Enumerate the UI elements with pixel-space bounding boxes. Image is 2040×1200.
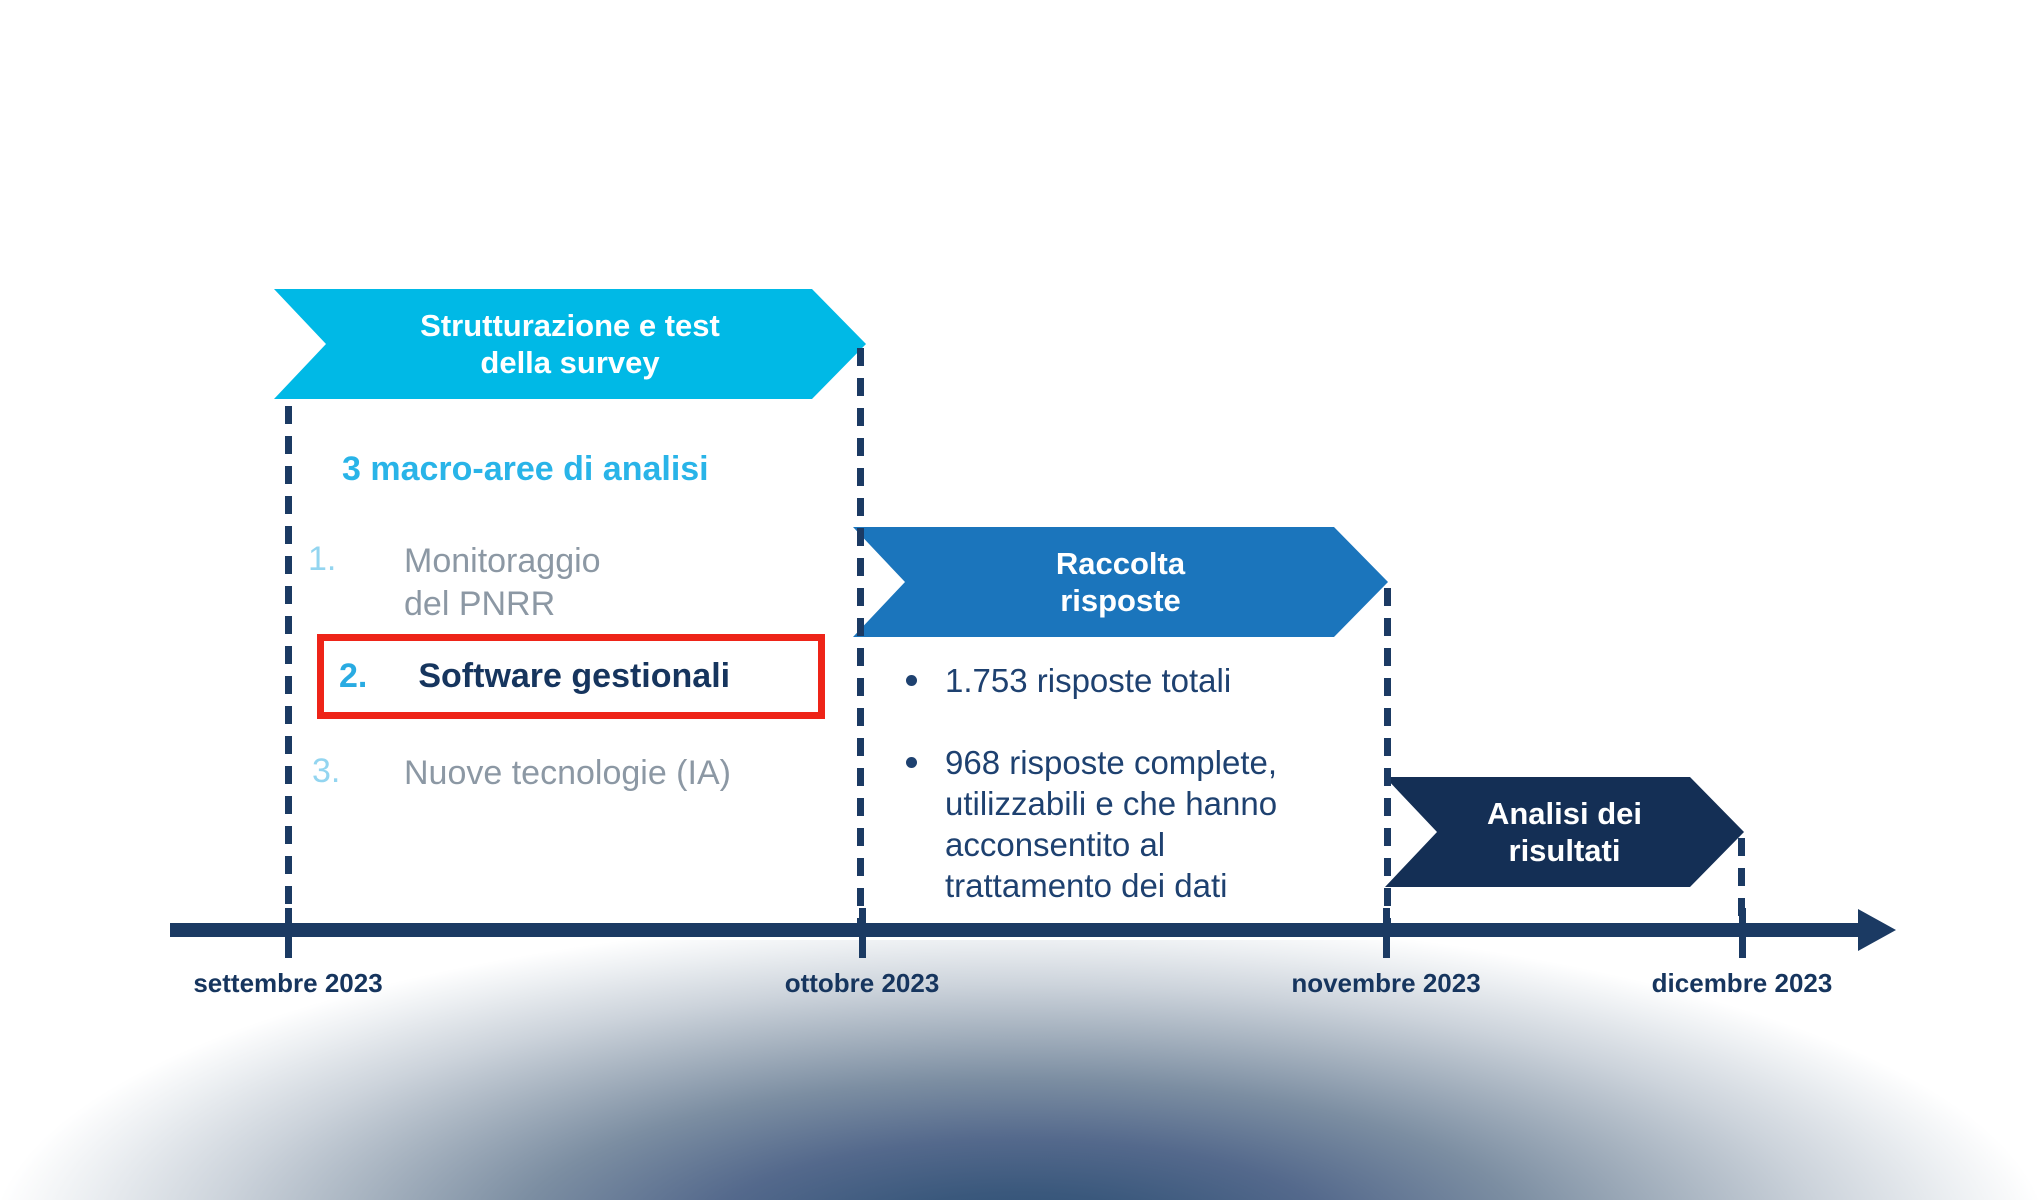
phase-banner-raccolta-title: Raccolta risposte [1055,546,1186,618]
list-item-1-text: Monitoraggio del PNRR [404,542,601,623]
bullet-dot-icon [906,675,917,686]
bullet-item: 968 risposte complete, utilizzabili e ch… [906,742,1386,906]
phase-banner-analisi-title: Analisi dei risultati [1486,796,1643,868]
month-label-settembre: settembre 2023 [193,968,383,998]
list-item-2-number: 2. [339,657,368,695]
list-item-3-text: Nuove tecnologie (IA) [404,754,731,792]
dashed-connector-ottobre [857,348,864,923]
dashed-connector-novembre [1384,588,1391,923]
results-bullet-list: 1.753 risposte totali 968 risposte compl… [906,660,1386,947]
axis-tick-settembre [285,908,292,958]
phase-banner-survey-title: Strutturazione e test della survey [420,308,720,380]
list-item-1-number: 1. [308,540,337,578]
list-item-2-text: Software gestionali [418,657,731,695]
bullet-item: 1.753 risposte totali [906,660,1386,701]
timeline-axis [170,923,1860,937]
bullet-item-text: 968 risposte complete, utilizzabili e ch… [945,744,1278,904]
bottom-glow-decoration [0,940,2040,1200]
bullet-item-text: 1.753 risposte totali [945,662,1232,699]
highlight-box: 2. Software gestionali [317,634,825,719]
dashed-connector-dicembre [1738,838,1745,923]
month-label-ottobre: ottobre 2023 [784,968,940,998]
axis-tick-ottobre [859,908,866,958]
axis-tick-novembre [1383,908,1390,958]
month-label-novembre: novembre 2023 [1291,968,1481,998]
bullet-dot-icon [906,757,917,768]
analysis-heading: 3 macro-aree di analisi [342,450,709,488]
axis-tick-dicembre [1739,908,1746,958]
phase-banner-analisi: Analisi dei risultati [1385,777,1744,887]
list-item-3-number: 3. [312,752,341,790]
phase-banner-raccolta: Raccolta risposte [853,527,1388,637]
month-label-dicembre: dicembre 2023 [1651,968,1833,998]
phase-banner-survey: Strutturazione e test della survey [274,289,866,399]
timeline-arrowhead-icon [1858,909,1896,951]
dashed-connector-settembre [285,406,292,923]
